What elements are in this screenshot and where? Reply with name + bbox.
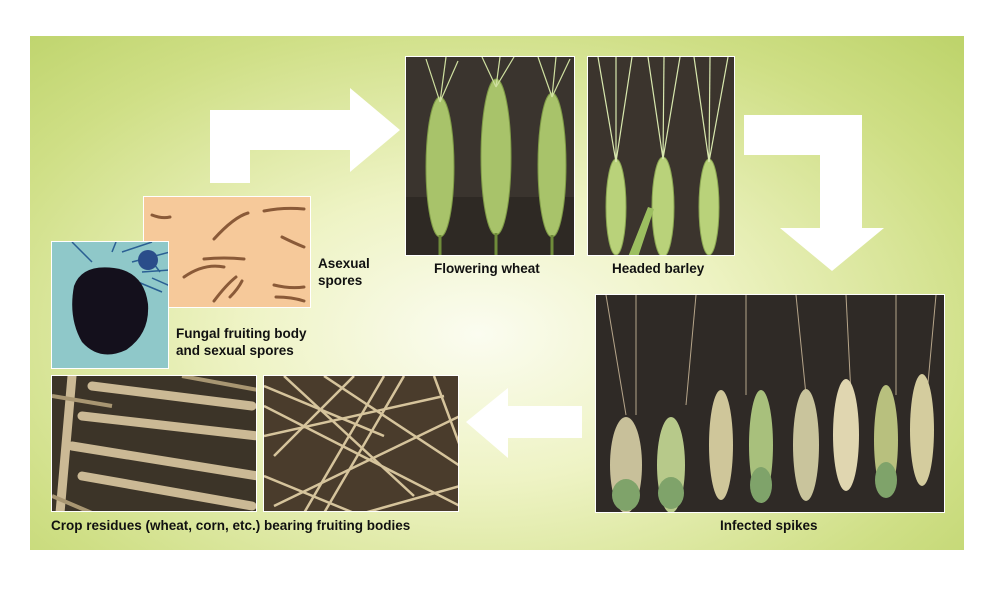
asexual-spores-label: Asexual spores <box>318 255 370 289</box>
crop-residue-corn-photo <box>51 375 257 512</box>
flowering-wheat-label: Flowering wheat <box>434 261 540 276</box>
fruiting-body-label: Fungal fruiting body and sexual spores <box>176 325 306 359</box>
infected-spikes-label: Infected spikes <box>720 518 818 533</box>
crop-residue-wheat-photo <box>263 375 459 512</box>
flowering-wheat-photo <box>405 56 575 256</box>
asexual-spores-label-line1: Asexual <box>318 256 370 271</box>
arrow-right-icon <box>210 88 400 183</box>
infected-spikes-photo <box>595 294 945 513</box>
asexual-spores-photo <box>143 196 311 308</box>
arrow-left-icon <box>466 388 582 458</box>
fruiting-body-label-line2: and sexual spores <box>176 343 294 358</box>
crop-residues-label: Crop residues (wheat, corn, etc.) bearin… <box>51 518 411 533</box>
headed-barley-photo <box>587 56 735 256</box>
asexual-spores-label-line2: spores <box>318 273 363 288</box>
headed-barley-label: Headed barley <box>612 261 705 276</box>
fruiting-body-label-line1: Fungal fruiting body <box>176 326 307 341</box>
fruiting-body-photo <box>51 241 169 369</box>
arrow-down-icon <box>744 115 884 271</box>
